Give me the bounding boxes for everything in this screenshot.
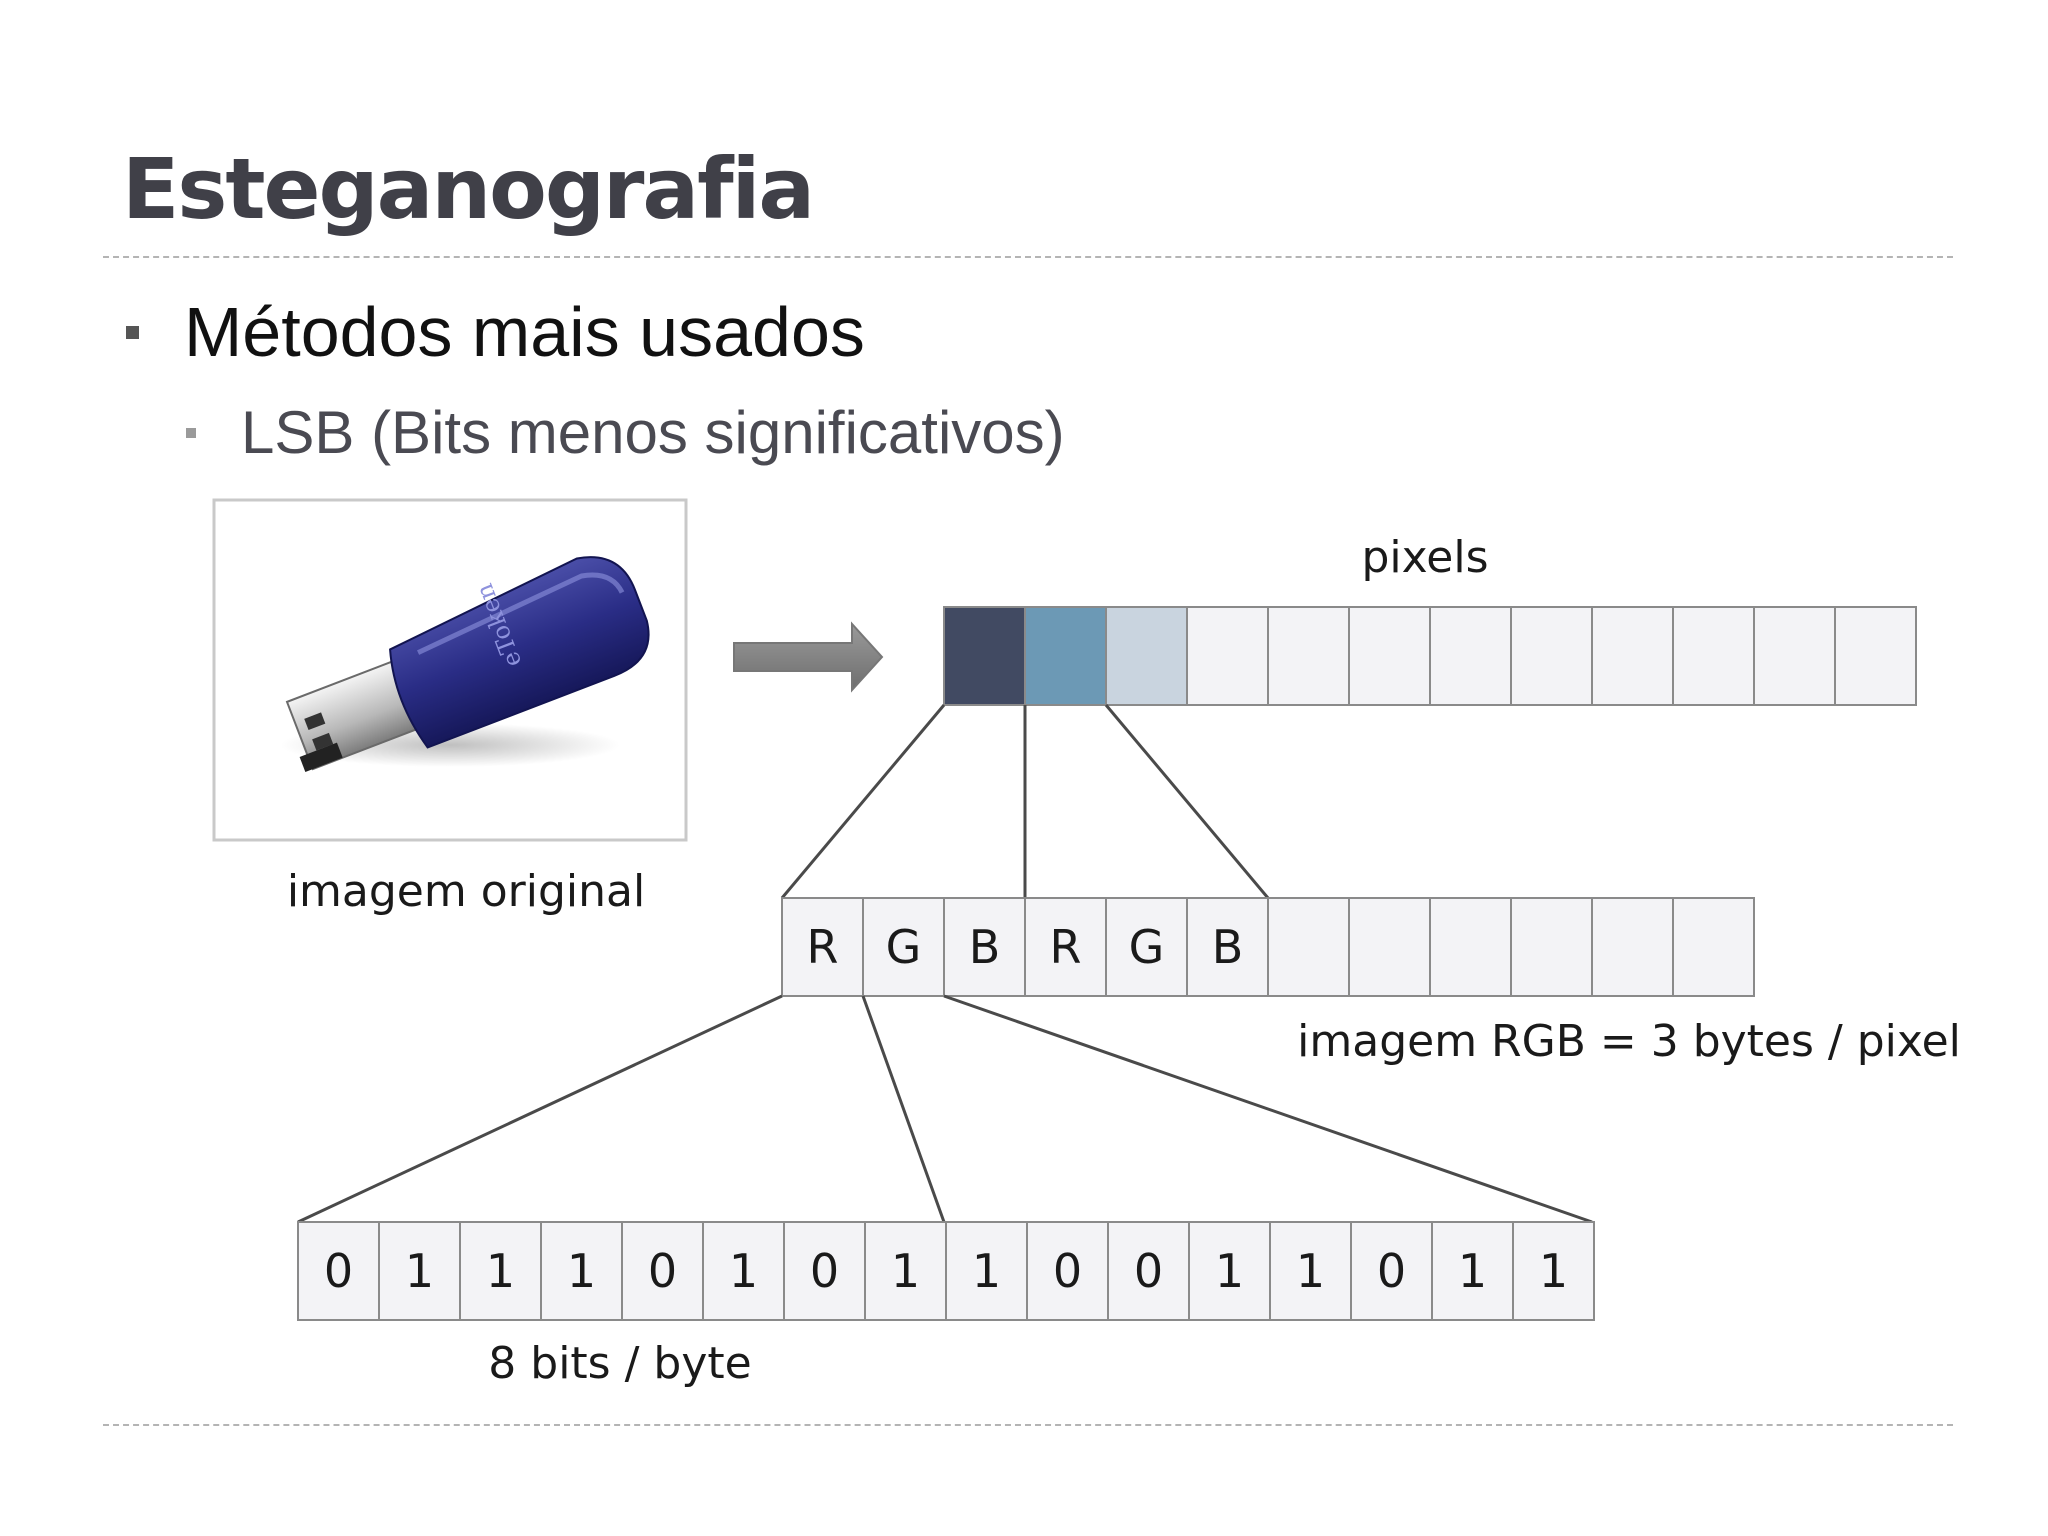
byte-cell — [1672, 897, 1755, 997]
pixel-cell — [943, 606, 1026, 706]
bit-cell: 1 — [540, 1221, 623, 1321]
bit-value: 1 — [1296, 1244, 1325, 1298]
bit-cell: 0 — [1107, 1221, 1190, 1321]
bit-value: 1 — [1458, 1244, 1487, 1298]
bit-cell: 1 — [1431, 1221, 1514, 1321]
pixel-cell — [1753, 606, 1836, 706]
pixel-to-rgb-lines — [780, 704, 1270, 899]
bullet-level-2: LSB (Bits menos significativos) — [186, 398, 1065, 467]
byte-to-bits-lines — [297, 994, 1593, 1224]
pixel-cell — [1024, 606, 1107, 706]
channel-label: B — [969, 920, 1001, 974]
pixel-row — [943, 606, 1917, 706]
bullet-text-lsb: LSB (Bits menos significativos) — [241, 399, 1065, 466]
bit-value: 0 — [1053, 1244, 1082, 1298]
bit-value: 1 — [405, 1244, 434, 1298]
usb-token-icon: eToken — [285, 556, 650, 772]
byte-cell: G — [862, 897, 945, 997]
bit-cell: 1 — [1269, 1221, 1352, 1321]
bit-cell: 0 — [1026, 1221, 1109, 1321]
bit-cell: 1 — [702, 1221, 785, 1321]
pixel-cell — [1834, 606, 1917, 706]
footer-divider — [103, 1424, 1953, 1426]
byte-cell: G — [1105, 897, 1188, 997]
byte-cell — [1429, 897, 1512, 997]
bit-value: 1 — [972, 1244, 1001, 1298]
channel-label: R — [1050, 920, 1082, 974]
bit-cell: 1 — [1188, 1221, 1271, 1321]
byte-cell: B — [943, 897, 1026, 997]
bullet-level-1: Métodos mais usados — [126, 292, 865, 372]
bit-cell: 0 — [1350, 1221, 1433, 1321]
bit-cell: 0 — [783, 1221, 866, 1321]
byte-cell: R — [1024, 897, 1107, 997]
pixel-cell — [1348, 606, 1431, 706]
original-image: eToken — [212, 498, 688, 842]
byte-cell — [1267, 897, 1350, 997]
pixel-cell — [1672, 606, 1755, 706]
byte-cell: R — [781, 897, 864, 997]
bit-value: 0 — [810, 1244, 839, 1298]
right-arrow-icon — [733, 621, 884, 693]
bit-value: 1 — [1539, 1244, 1568, 1298]
rgb-label: imagem RGB = 3 bytes / pixel — [1297, 1016, 1961, 1067]
bit-cell: 0 — [297, 1221, 380, 1321]
bit-cell: 1 — [459, 1221, 542, 1321]
original-image-caption: imagem original — [287, 866, 645, 917]
square-bullet-icon — [186, 427, 196, 438]
bullet-text-methods: Métodos mais usados — [184, 293, 865, 371]
bit-cell: 1 — [378, 1221, 461, 1321]
bit-value: 0 — [648, 1244, 677, 1298]
bits-label: 8 bits / byte — [488, 1338, 751, 1389]
pixel-cell — [1510, 606, 1593, 706]
square-bullet-icon — [126, 325, 139, 339]
channel-label: R — [807, 920, 839, 974]
bit-value: 1 — [891, 1244, 920, 1298]
bit-value: 1 — [1215, 1244, 1244, 1298]
bit-cell: 1 — [1512, 1221, 1595, 1321]
pixels-label: pixels — [1361, 532, 1488, 583]
byte-cell — [1510, 897, 1593, 997]
pixel-cell — [1186, 606, 1269, 706]
slide-title: Esteganografia — [122, 140, 815, 238]
bit-value: 0 — [1134, 1244, 1163, 1298]
bit-cell: 1 — [864, 1221, 947, 1321]
pixel-cell — [1267, 606, 1350, 706]
pixel-cell — [1591, 606, 1674, 706]
pixel-cell — [1105, 606, 1188, 706]
bit-value: 0 — [1377, 1244, 1406, 1298]
byte-cell — [1348, 897, 1431, 997]
bit-value: 1 — [729, 1244, 758, 1298]
bit-value: 1 — [486, 1244, 515, 1298]
channel-label: G — [1129, 920, 1165, 974]
channel-label: G — [886, 920, 922, 974]
bit-value: 0 — [324, 1244, 353, 1298]
bit-cell: 0 — [621, 1221, 704, 1321]
byte-cell — [1591, 897, 1674, 997]
bit-cell: 1 — [945, 1221, 1028, 1321]
title-divider — [103, 256, 1953, 258]
byte-cell: B — [1186, 897, 1269, 997]
bit-value: 1 — [567, 1244, 596, 1298]
channel-label: B — [1212, 920, 1244, 974]
pixel-cell — [1429, 606, 1512, 706]
